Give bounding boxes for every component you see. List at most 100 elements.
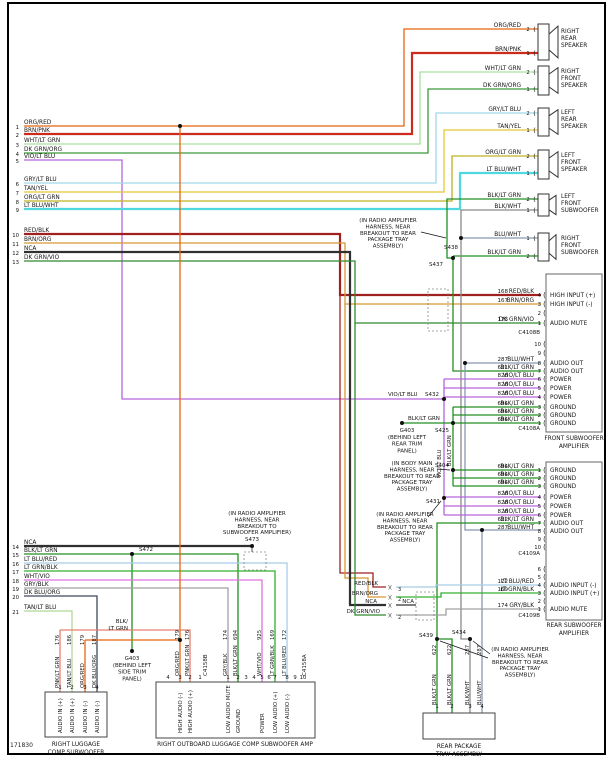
pin-number: 4	[166, 675, 170, 681]
wire-red-blk	[24, 232, 541, 297]
pin-number: 1	[58, 685, 61, 691]
connector-id: C4108B	[518, 330, 540, 336]
pin-brace: (	[533, 85, 536, 93]
ground-label: G403	[125, 656, 140, 662]
pin-function-label: GROUND	[550, 405, 577, 411]
pin-function-label: HIGH AUDIO (+)	[188, 690, 194, 733]
circuit-number: 287	[477, 645, 483, 655]
note-text: PACKAGE TRAY	[500, 666, 541, 672]
circuit-number: 828	[498, 491, 509, 497]
pin-brace: (	[533, 252, 536, 260]
pin-brace: (	[543, 589, 546, 597]
shield-drain-box	[427, 288, 449, 332]
wire-number: 1	[16, 125, 19, 131]
component-name: REAR	[561, 36, 577, 42]
circuit-number: 694	[498, 401, 509, 407]
wire-color-label: BRN/ORG	[24, 237, 52, 243]
pin-function-label: POWER	[550, 395, 571, 401]
circuit-number: 694	[498, 464, 509, 470]
pin-function-label: LOW AUDIO (-)	[285, 694, 291, 733]
wire-color-label: PNK/LT GRN	[55, 657, 61, 688]
circuit-number: 828	[498, 382, 509, 388]
pin-number: 1	[526, 208, 529, 214]
sub-box	[44, 691, 108, 738]
circuit-number: 828	[498, 509, 509, 515]
pin-brace: (	[543, 300, 546, 308]
pin-number: 10	[534, 342, 541, 348]
wire-vio-lt-blu	[24, 159, 444, 400]
junction-dot	[178, 638, 182, 642]
wire-blk-wht	[460, 238, 471, 713]
wire-color-label: GRY/BLK	[223, 653, 229, 676]
circuit-number: 186	[67, 634, 73, 645]
note-text: BREAKOUT TO REAR	[377, 525, 433, 531]
inline-connector-icon: )(	[388, 613, 392, 619]
wire-number: 21	[12, 610, 19, 616]
wire-gry-blk	[396, 608, 541, 616]
component-name: REAR SUBWOOFER	[546, 623, 601, 629]
pin-number: 4	[480, 704, 484, 710]
pin-brace: (	[543, 597, 546, 605]
pin-function-label: AUDIO IN (-)	[83, 701, 89, 733]
ground-label: (BEHIND LEFT	[113, 663, 152, 669]
pin-number: 1	[526, 171, 529, 177]
speaker-cone-icon	[548, 194, 557, 216]
pin-number: 1	[538, 321, 541, 327]
wire-color-label: RED/BLK	[24, 228, 49, 234]
pin-number: 2	[538, 413, 541, 419]
pin-number: 8	[538, 529, 542, 535]
pin-number: 2	[398, 597, 401, 603]
wire-color-label: BLK/LT GRN	[500, 409, 534, 415]
wire-number: 14	[12, 545, 19, 551]
component-name: LEFT	[561, 110, 575, 116]
component-name: RIGHT OUTBOARD LUGGAGE COMP SUBWOOFER AM…	[157, 742, 313, 748]
wire-dk-grn-vio	[354, 323, 386, 616]
pin-function-label: GROUND	[550, 421, 577, 427]
component-name: FRONT SUBWOOFER	[544, 436, 603, 442]
pin-brace: (	[533, 126, 536, 134]
wire-color-label: VIO/LT BLU	[503, 382, 534, 388]
wire-color-label: BLK/LT GRN	[487, 250, 521, 256]
circuit-number: 176	[55, 634, 61, 645]
splice-dot-s437	[451, 256, 455, 260]
wire-lt-grn-blk	[24, 570, 276, 682]
note-text: (IN RADIO AMPLIFIER	[228, 511, 286, 517]
speaker-icon	[537, 107, 550, 137]
pin-brace: (	[543, 502, 546, 510]
pin-number: 1	[526, 87, 529, 93]
pin-brace: (	[533, 169, 536, 177]
pin-function-label: AUDIO MUTE	[550, 607, 588, 613]
wire-color-label: BLK/LT GRN	[447, 435, 453, 466]
pin-number: 3	[244, 675, 247, 681]
pin-function-label: AUDIO IN (+)	[70, 698, 76, 733]
pin-number: 2	[526, 154, 529, 160]
inline-connector-icon: )(	[388, 595, 392, 601]
inline-connector-icon: )(	[388, 585, 392, 591]
pin-number: 1	[526, 51, 529, 57]
wire-color-label: RED/BLK	[509, 289, 534, 295]
ground-dot	[400, 421, 404, 425]
note-text: (IN RADIO AMPLIFIER	[359, 218, 417, 224]
wire-color-label: LT BLU/RED	[501, 579, 535, 585]
wire-blk-lt-grn	[24, 553, 239, 682]
wire-color-label: VIO/LT BLU	[24, 154, 55, 160]
wire-number: 3	[16, 143, 19, 149]
circuit-number: 694	[498, 472, 509, 478]
wire-number: 9	[16, 208, 19, 214]
pin-number: 3	[538, 405, 541, 411]
wire-color-label: LT BLU/WHT	[486, 167, 521, 173]
speaker-icon	[537, 65, 550, 96]
component-name: SPEAKER	[561, 43, 587, 49]
pin-number: 3	[538, 302, 541, 308]
pin-number: 3	[538, 484, 541, 490]
wire-color-label: VIO/LT BLU	[503, 491, 534, 497]
pin-number: 5	[538, 504, 541, 510]
front-subwoofer-amplifier-box	[545, 273, 603, 433]
pin-number: 7	[538, 521, 541, 527]
inline-connector-icon: )(	[388, 603, 392, 609]
wire-dk-blu-org	[24, 595, 98, 692]
note-text: BREAKOUT TO REAR	[384, 474, 440, 480]
speaker-cone-icon	[548, 150, 559, 179]
pin-brace: (	[533, 234, 536, 242]
circuit-number: 621	[498, 365, 509, 371]
